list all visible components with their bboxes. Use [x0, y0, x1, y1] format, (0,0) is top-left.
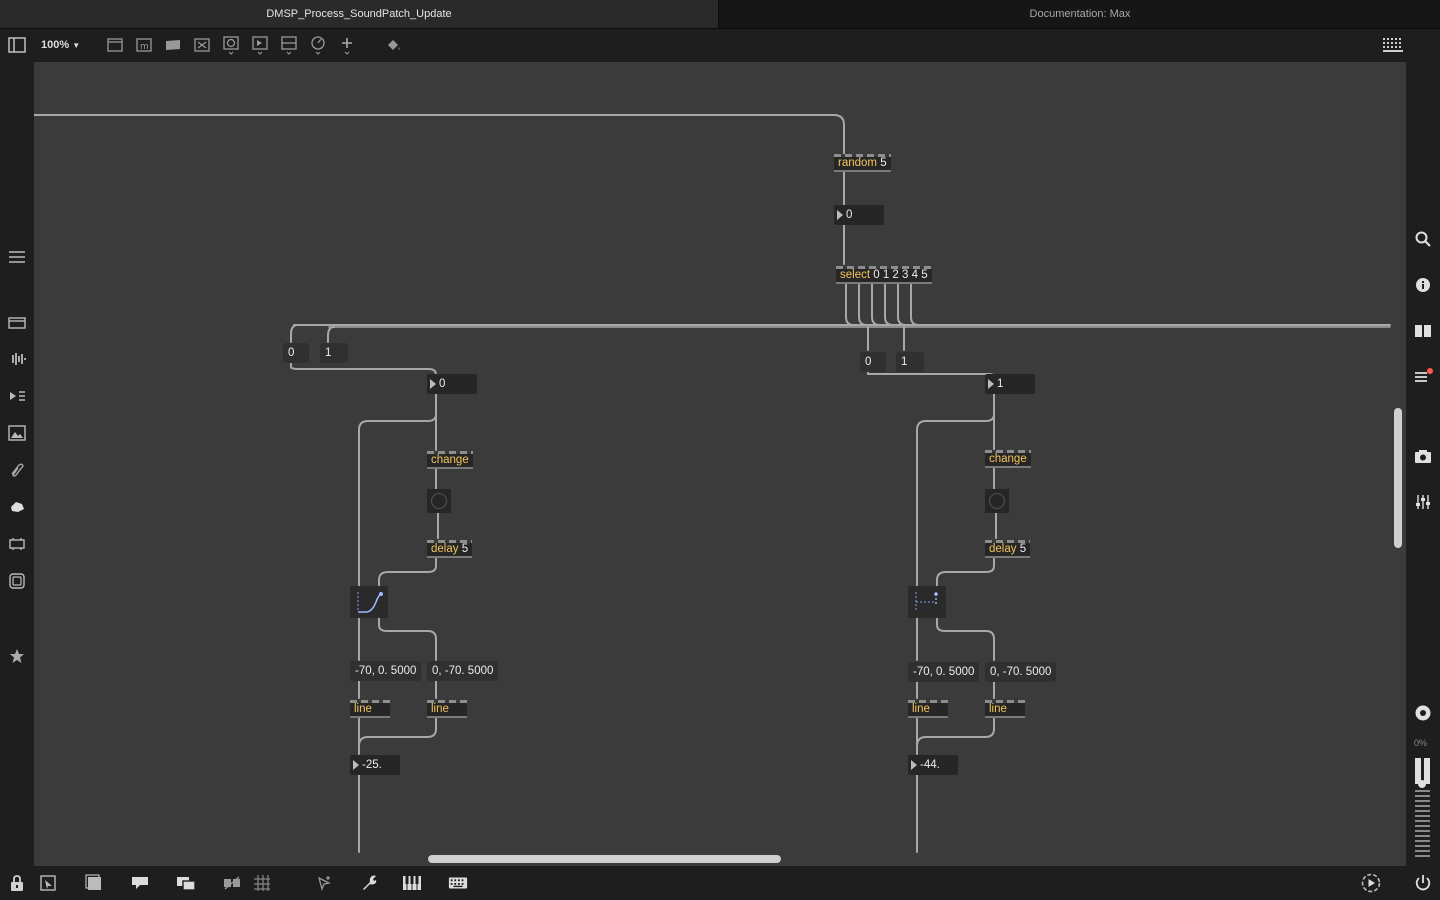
snippet-icon[interactable] — [7, 534, 27, 554]
piano-keyboard-icon[interactable] — [402, 874, 422, 892]
grid-keyboard-icon[interactable] — [1382, 36, 1404, 54]
random-object-arg: 5 — [880, 157, 887, 169]
presentation-mode-icon[interactable] — [38, 874, 58, 892]
paint-bucket-icon[interactable] — [383, 36, 403, 54]
patcher-canvas[interactable]: random 5 0 select 0 1 2 3 4 5 0 1 0 chan… — [34, 62, 1406, 866]
patcher-window-icon[interactable] — [84, 874, 104, 892]
delay-object-left-name: delay — [431, 543, 459, 555]
output-level-meter[interactable] — [1410, 754, 1436, 864]
tab-bar: DMSP_Process_SoundPatch_Update Documenta… — [0, 0, 1440, 29]
wrench-icon[interactable] — [359, 874, 379, 892]
select-object-arg: 0 1 2 3 4 5 — [873, 269, 928, 281]
zoom-level: 100% — [41, 39, 70, 51]
function-graph-left[interactable] — [350, 586, 388, 618]
delay-object-right[interactable]: delay 5 — [985, 540, 1031, 558]
new-slider-icon[interactable] — [279, 36, 299, 55]
random-object-name: random — [838, 157, 877, 169]
new-button-icon[interactable] — [221, 36, 241, 55]
new-dial-icon[interactable] — [308, 36, 328, 55]
line-object-right-b[interactable]: line — [985, 700, 1025, 718]
audio-waveform-icon[interactable] — [7, 349, 27, 369]
overlapping-windows-icon[interactable] — [176, 874, 196, 892]
fade-out-message-left[interactable]: 0, -70. 5000 — [427, 661, 499, 681]
power-audio-icon[interactable] — [1413, 874, 1433, 892]
package-plug-icon[interactable] — [7, 497, 27, 517]
add-object-plus-icon[interactable] — [337, 36, 357, 55]
random-output-number[interactable]: 0 — [834, 205, 884, 225]
right-sidebar — [1406, 62, 1440, 866]
fade-out-message-right[interactable]: 0, -70. 5000 — [985, 662, 1057, 682]
browser-window-icon[interactable] — [7, 313, 27, 333]
sidebar-toggle-icon[interactable] — [7, 36, 27, 54]
new-number-icon[interactable] — [250, 36, 270, 55]
camera-icon[interactable] — [1413, 446, 1433, 466]
line-object-right-a[interactable]: line — [908, 700, 948, 718]
change-object-left[interactable]: change — [427, 451, 473, 469]
chevron-down-icon: ▼ — [72, 41, 81, 50]
transport-play-icon[interactable] — [1360, 873, 1382, 893]
select-object-name: select — [840, 269, 871, 281]
add-cursor-icon[interactable] — [314, 874, 334, 892]
vertical-scrollbar[interactable] — [1394, 408, 1402, 548]
patch-cords — [34, 114, 1391, 853]
lock-icon[interactable] — [7, 874, 27, 892]
message-zero-right[interactable]: 0 — [860, 352, 886, 372]
select-object[interactable]: select 0 1 2 3 4 5 — [836, 266, 932, 284]
mixer-sliders-icon[interactable] — [1413, 492, 1433, 512]
search-icon[interactable] — [1413, 229, 1433, 249]
level-number-right[interactable]: -44. — [908, 755, 958, 775]
tab-dmsp-process-soundpatch[interactable]: DMSP_Process_SoundPatch_Update — [0, 0, 719, 28]
fade-in-message-right[interactable]: -70, 0. 5000 — [908, 662, 980, 682]
change-object-right[interactable]: change — [985, 450, 1031, 468]
output-level-percent: 0% — [1414, 738, 1428, 748]
random-object[interactable]: random 5 — [834, 154, 891, 172]
paperclip-icon[interactable] — [7, 460, 27, 480]
comment-bubble-icon[interactable] — [130, 874, 150, 892]
patcher-toolbar: 100% ▼ m — [0, 29, 1440, 62]
bottom-toolbar — [0, 866, 1440, 900]
delay-object-right-name: delay — [989, 543, 1017, 555]
delay-object-right-arg: 5 — [1019, 543, 1027, 555]
delay-object-left[interactable]: delay 5 — [427, 540, 473, 558]
line-object-left-b[interactable]: line — [427, 700, 467, 718]
star-icon[interactable] — [7, 646, 27, 666]
video-clip-icon[interactable] — [7, 386, 27, 406]
tab-documentation-max[interactable]: Documentation: Max — [1029, 8, 1131, 20]
reference-book-icon[interactable] — [1413, 321, 1433, 341]
new-comment-icon[interactable] — [163, 36, 183, 54]
image-icon[interactable] — [7, 423, 27, 443]
function-graph-right[interactable] — [908, 586, 946, 618]
info-icon[interactable] — [1413, 275, 1433, 295]
new-object-box-icon[interactable] — [105, 36, 125, 54]
gate-number-left[interactable]: 0 — [427, 374, 477, 394]
console-list-icon[interactable] — [1413, 367, 1433, 387]
bang-button-right[interactable] — [985, 489, 1009, 513]
bang-button-left[interactable] — [427, 489, 451, 513]
horizontal-scrollbar[interactable] — [428, 855, 781, 863]
grid-icon[interactable] — [252, 874, 272, 892]
mute-object-icon[interactable] — [222, 874, 242, 892]
delay-object-left-arg: 5 — [461, 543, 469, 555]
left-sidebar — [0, 62, 34, 866]
new-message-letter: m — [140, 42, 149, 52]
fade-in-message-left[interactable]: -70, 0. 5000 — [350, 661, 422, 681]
message-one-right[interactable]: 1 — [896, 352, 924, 372]
menu-icon[interactable] — [7, 247, 27, 267]
level-number-left[interactable]: -25. — [350, 755, 400, 775]
computer-keyboard-icon[interactable] — [448, 874, 468, 892]
message-one-left[interactable]: 1 — [320, 343, 348, 363]
message-zero-left[interactable]: 0 — [283, 343, 309, 363]
new-toggle-icon[interactable] — [192, 36, 212, 54]
line-object-left-a[interactable]: line — [350, 700, 390, 718]
gate-number-right[interactable]: 1 — [985, 374, 1035, 394]
zoom-menu[interactable]: 100% ▼ — [41, 39, 80, 51]
layers-icon[interactable] — [7, 571, 27, 591]
new-message-box-icon[interactable]: m — [134, 36, 154, 54]
record-dial-icon[interactable] — [1413, 703, 1433, 723]
